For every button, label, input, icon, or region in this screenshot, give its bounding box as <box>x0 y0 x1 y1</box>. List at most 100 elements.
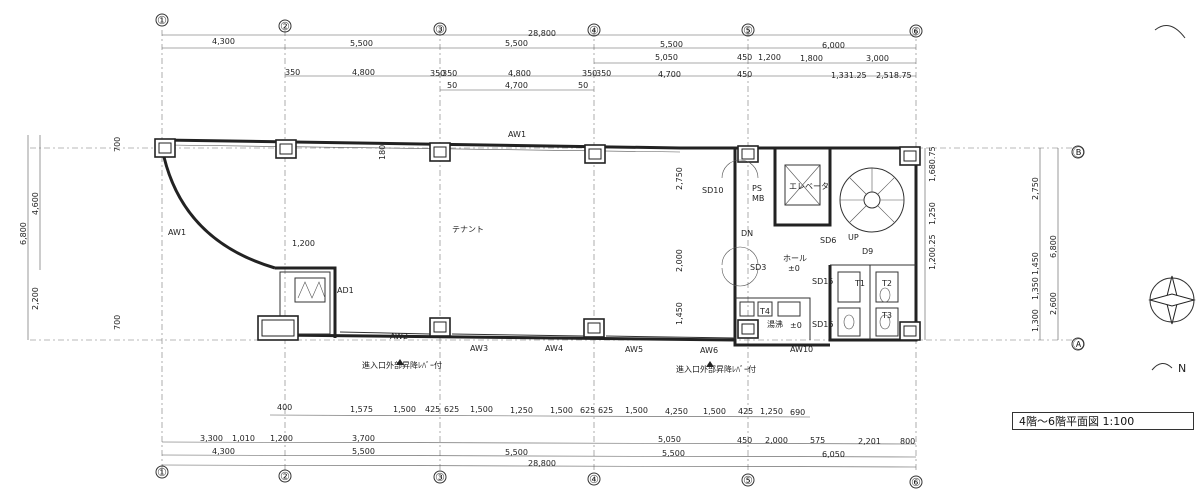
grid-label-4-top: ④ <box>589 24 599 37</box>
tag-13: SD10 <box>702 186 723 195</box>
room-kitchen: 湯沸 <box>767 319 783 329</box>
dim-top-r1-2: 5,500 <box>505 39 528 48</box>
dim-bottom-overall: 28,800 <box>528 459 556 468</box>
compass-icon: N <box>1148 25 1196 375</box>
dim-top-r3-7: 4,700 <box>658 70 681 79</box>
grid-bubbles-bottom: ① ② ③ ④ ⑤ ⑥ <box>155 465 923 489</box>
dim-top-r2-0: 5,050 <box>655 53 678 62</box>
dim-bottom-r2-4: 5,050 <box>658 435 681 444</box>
dim-top-r3-10: 2,518.75 <box>876 71 912 80</box>
note-1: 進入口外部昇降ﾚﾊﾞｰ付 <box>676 364 756 374</box>
tag-4: AW4 <box>545 344 563 353</box>
dim-bottom-r3-4: 6,050 <box>822 450 845 459</box>
grid-bubbles-right: Ⓑ Ⓐ <box>1071 145 1085 351</box>
compass-label: N <box>1178 362 1186 375</box>
dim-top-r3-3: 350 <box>442 69 457 78</box>
dim-bottom-r2-3: 3,700 <box>352 434 375 443</box>
dim-bottom-r1-12: 425 <box>738 407 753 416</box>
grid-label-a: Ⓐ <box>1073 338 1084 351</box>
top-dimensions: 28,800 4,300 5,500 5,500 5,500 6,000 5,0… <box>162 29 916 91</box>
dim-bottom-r1-2: 425 <box>425 405 440 414</box>
grid-label-3-bottom: ③ <box>435 471 445 484</box>
room-hall-level: ±0 <box>788 264 800 273</box>
tag-21: T4 <box>759 307 770 316</box>
dim-top-r4-0: 50 <box>447 81 457 90</box>
stair-up: UP <box>848 233 859 242</box>
tag-11: AD1 <box>337 286 354 295</box>
grid-label-1-bottom: ① <box>157 466 167 479</box>
dim-bottom-r3-1: 5,500 <box>352 447 375 456</box>
tag-20: T3 <box>881 311 892 320</box>
dim-bottom-r1-7: 625 <box>580 406 595 415</box>
grid-label-4-bottom: ④ <box>589 473 599 486</box>
dim-bottom-r1-3: 625 <box>444 405 459 414</box>
elevator-label: エレベータ <box>789 182 829 191</box>
dim-bottom-r1-5: 1,250 <box>510 406 533 415</box>
dim-mid-2: 1,450 <box>675 302 684 325</box>
dim-bottom-r1-10: 4,250 <box>665 407 688 416</box>
tag-18: T1 <box>854 279 865 288</box>
grid-bubbles-top: ① ② ③ ④ ⑤ ⑥ <box>155 13 923 38</box>
dim-top-extra-1: 180 <box>378 145 387 160</box>
grid-label-6-bottom: ⑥ <box>911 476 921 489</box>
dim-bottom-r2-0: 3,300 <box>200 434 223 443</box>
notes: 進入口外部昇降ﾚﾊﾞｰ付 進入口外部昇降ﾚﾊﾞｰ付 <box>362 359 756 374</box>
dim-right-0: 1,680.75 <box>928 146 937 182</box>
dim-bottom-r3-3: 5,500 <box>662 449 685 458</box>
dim-bottom-r2-8: 2,201 <box>858 437 881 446</box>
dim-top-r1-3: 5,500 <box>660 40 683 49</box>
dim-left-2: 2,200 <box>31 287 40 310</box>
dim-top-extra-2: 700 <box>113 315 122 330</box>
dim-bottom-r1-0: 1,575 <box>350 405 373 414</box>
dim-top-r2-3: 1,800 <box>800 54 823 63</box>
dim-bottom-r1-6: 1,500 <box>550 406 573 415</box>
dim-top-r3-2: 350 <box>430 69 445 78</box>
grid-label-2-top: ② <box>280 20 290 33</box>
tag-15: SD16 <box>812 320 833 329</box>
grid-label-2-bottom: ② <box>280 470 290 483</box>
room-mb: MB <box>752 194 764 203</box>
dim-right-8: 1,300 <box>1031 309 1040 332</box>
dim-left-3: 1,200 <box>292 239 315 248</box>
dim-bottom-r1-13: 1,250 <box>760 407 783 416</box>
dim-top-r1-4: 6,000 <box>822 41 845 50</box>
dim-bottom-r2-9: 800 <box>900 437 915 446</box>
dim-right-7: 2,600 <box>1049 292 1058 315</box>
dim-top-r3-0: 350 <box>285 68 300 77</box>
dim-bottom-r1-8: 625 <box>598 406 613 415</box>
tag-14: SD15 <box>812 277 833 286</box>
left-dimensions: 4,600 6,800 2,200 1,200 700 180 700 <box>19 135 387 340</box>
tag-5: AW5 <box>625 345 643 354</box>
grid-label-6-top: ⑥ <box>911 25 921 38</box>
dim-bottom-r2-6: 2,000 <box>765 436 788 445</box>
dim-top-r3-6: 350 <box>596 69 611 78</box>
dim-top-r2-2: 1,200 <box>758 53 781 62</box>
right-dimensions: 1,680.75 1,250 1,200.25 2,750 1,450 6,80… <box>675 146 1059 340</box>
dim-top-r1-0: 4,300 <box>212 37 235 46</box>
dim-top-overall: 28,800 <box>528 29 556 38</box>
tag-3: AW3 <box>470 344 488 353</box>
spiral-stair: UP <box>839 167 905 242</box>
dim-top-r1-1: 5,500 <box>350 39 373 48</box>
grid-label-b: Ⓑ <box>1073 146 1084 159</box>
grid-label-3-top: ③ <box>435 23 445 36</box>
dim-top-r2-1: 450 <box>737 53 752 62</box>
dim-top-r3-4: 4,800 <box>508 69 531 78</box>
tag-10: AW10 <box>790 345 813 354</box>
dim-bottom-r1-9: 1,500 <box>625 406 648 415</box>
dim-bottom-r2-1: 1,010 <box>232 434 255 443</box>
tag-1: AW1 <box>168 228 186 237</box>
dim-bottom-r3-2: 5,500 <box>505 448 528 457</box>
dim-right-5: 6,800 <box>1049 235 1058 258</box>
dim-bottom-r2-2: 1,200 <box>270 434 293 443</box>
dim-left-1: 6,800 <box>19 222 28 245</box>
grid-label-5-bottom: ⑤ <box>743 474 753 487</box>
dim-bottom-r2-5: 450 <box>737 436 752 445</box>
dim-mid-1: 2,000 <box>675 249 684 272</box>
room-ps: PS <box>752 184 762 193</box>
tag-19: T2 <box>881 279 892 288</box>
dim-top-r3-1: 4,800 <box>352 68 375 77</box>
dim-right-2: 1,200.25 <box>928 234 937 270</box>
dim-bottom-r1-11: 1,500 <box>703 407 726 416</box>
